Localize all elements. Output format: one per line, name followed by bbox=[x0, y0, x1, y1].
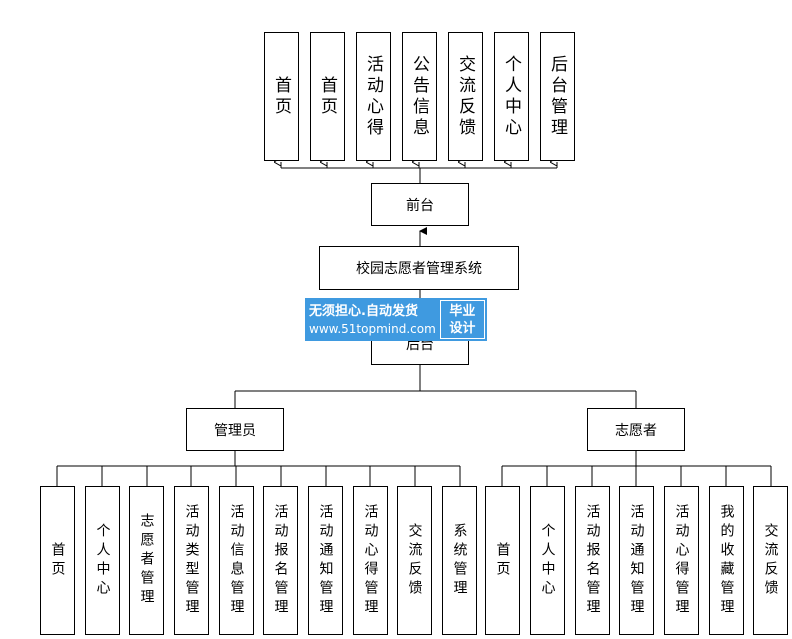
watermark-badge-line1: 毕业 bbox=[449, 303, 476, 319]
admin-item-system-mgmt: 系统管理 bbox=[442, 486, 477, 635]
volunteer-item-notes-mgmt: 活动心得管理 bbox=[664, 486, 699, 635]
frontend-node: 前台 bbox=[371, 183, 469, 226]
admin-item-notes-mgmt: 活动心得管理 bbox=[353, 486, 388, 635]
admin-item-home: 首页 bbox=[40, 486, 75, 635]
admin-item-signup-mgmt: 活动报名管理 bbox=[263, 486, 298, 635]
admin-item-personal-center: 个人中心 bbox=[85, 486, 120, 635]
front-item-personal-center: 个人中心 bbox=[494, 32, 529, 161]
front-item-activity-notes: 活动心得 bbox=[356, 32, 391, 161]
volunteer-node: 志愿者 bbox=[587, 408, 685, 451]
volunteer-item-favorites-mgmt: 我的收藏管理 bbox=[709, 486, 744, 635]
front-item-admin-panel: 后台管理 bbox=[540, 32, 575, 161]
volunteer-item-feedback: 交流反馈 bbox=[753, 486, 788, 635]
volunteer-item-signup-mgmt: 活动报名管理 bbox=[575, 486, 610, 635]
front-item-home: 首页 bbox=[264, 32, 299, 161]
admin-item-activity-type-mgmt: 活动类型管理 bbox=[174, 486, 209, 635]
front-item-home-2: 首页 bbox=[310, 32, 345, 161]
admin-node: 管理员 bbox=[186, 408, 284, 451]
admin-item-activity-info-mgmt: 活动信息管理 bbox=[219, 486, 254, 635]
front-item-announcements: 公告信息 bbox=[402, 32, 437, 161]
admin-item-feedback: 交流反馈 bbox=[397, 486, 432, 635]
admin-item-notice-mgmt: 活动通知管理 bbox=[308, 486, 343, 635]
watermark-badge: 毕业 设计 bbox=[439, 300, 485, 339]
watermark-badge-line2: 设计 bbox=[449, 320, 476, 336]
volunteer-item-notice-mgmt: 活动通知管理 bbox=[619, 486, 654, 635]
watermark-url: www.51topmind.com bbox=[309, 321, 436, 336]
watermark-slogan: 无须担心.自动发货 bbox=[309, 303, 418, 319]
front-item-feedback: 交流反馈 bbox=[448, 32, 483, 161]
volunteer-item-home: 首页 bbox=[485, 486, 520, 635]
volunteer-item-personal-center: 个人中心 bbox=[530, 486, 565, 635]
system-node: 校园志愿者管理系统 bbox=[319, 246, 519, 290]
watermark-banner: 无须担心.自动发货 www.51topmind.com 毕业 设计 bbox=[305, 298, 487, 341]
admin-item-volunteer-mgmt: 志愿者管理 bbox=[129, 486, 164, 635]
